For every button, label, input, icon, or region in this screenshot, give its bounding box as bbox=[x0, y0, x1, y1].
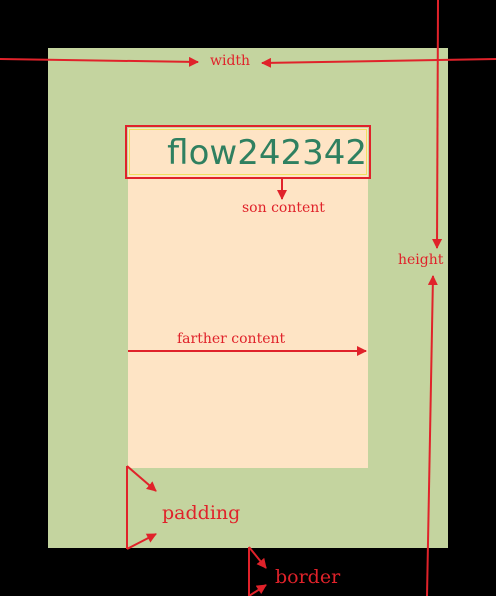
border-arrow-upper bbox=[248, 546, 267, 569]
farther-content-label: farther content bbox=[177, 331, 286, 347]
son-text: flow242342 bbox=[167, 133, 367, 173]
son-content-label: son content bbox=[242, 200, 325, 216]
padding-arrow-upper bbox=[126, 465, 157, 492]
width-arrow-right bbox=[261, 57, 496, 68]
border-arrow-lower bbox=[248, 584, 267, 596]
height-arrow-top bbox=[432, 0, 443, 249]
son-element-box: flow242342 bbox=[125, 125, 371, 179]
son-inner-border bbox=[129, 129, 367, 175]
padding-arrow-lower bbox=[126, 533, 157, 550]
height-arrow-bottom bbox=[426, 275, 438, 596]
border-label: border bbox=[275, 566, 341, 588]
width-label: width bbox=[210, 53, 251, 69]
height-label: height bbox=[398, 252, 444, 268]
father-content-area bbox=[128, 128, 368, 468]
padding-label: padding bbox=[162, 502, 241, 524]
width-arrow-left bbox=[0, 56, 199, 67]
